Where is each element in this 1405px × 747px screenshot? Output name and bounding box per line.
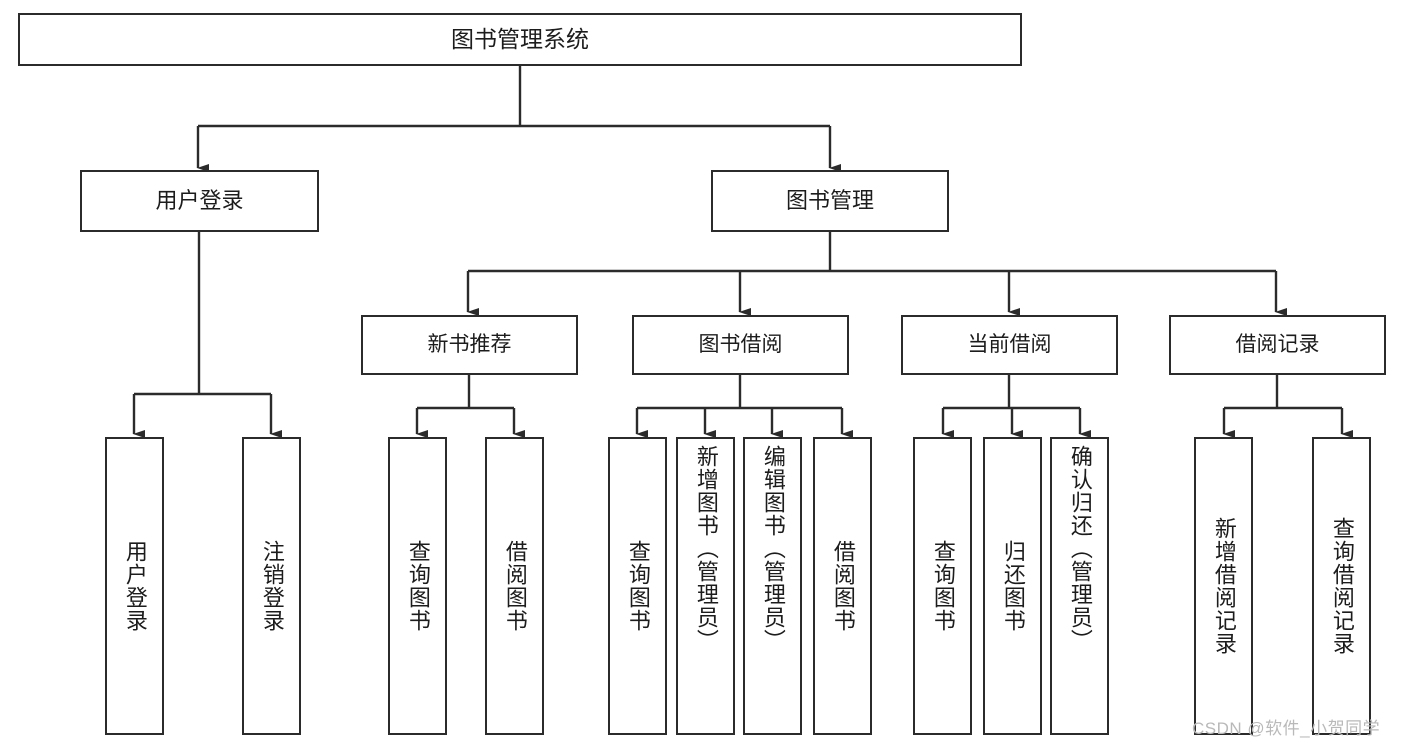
- csdn-watermark: CSDN @软件_小贺同学: [1192, 719, 1381, 738]
- node-book-borrow[interactable]: 图书借阅: [632, 315, 849, 375]
- leaf-current-borrow-confirm-return-admin[interactable]: 确认归还（管理员）: [1050, 437, 1109, 735]
- node-new-book-recommend[interactable]: 新书推荐: [361, 315, 578, 375]
- node-user-login[interactable]: 用户登录: [80, 170, 319, 232]
- leaf-borrow-record-add-record[interactable]: 新增借阅记录: [1194, 437, 1253, 735]
- leaf-new-book-borrow-book[interactable]: 借阅图书: [485, 437, 544, 735]
- leaf-book-borrow-edit-book-admin[interactable]: 编辑图书（管理员）: [743, 437, 802, 735]
- leaf-new-book-query-book[interactable]: 查询图书: [388, 437, 447, 735]
- leaf-current-borrow-query-book[interactable]: 查询图书: [913, 437, 972, 735]
- leaf-user-login-logout[interactable]: 注销登录: [242, 437, 301, 735]
- node-book-management[interactable]: 图书管理: [711, 170, 949, 232]
- node-current-borrow[interactable]: 当前借阅: [901, 315, 1118, 375]
- leaf-user-login-login[interactable]: 用户登录: [105, 437, 164, 735]
- leaf-borrow-record-query-record[interactable]: 查询借阅记录: [1312, 437, 1371, 735]
- leaf-book-borrow-borrow-book[interactable]: 借阅图书: [813, 437, 872, 735]
- node-borrow-record[interactable]: 借阅记录: [1169, 315, 1386, 375]
- leaf-book-borrow-add-book-admin[interactable]: 新增图书（管理员）: [676, 437, 735, 735]
- node-root-book-management-system[interactable]: 图书管理系统: [18, 13, 1022, 66]
- leaf-current-borrow-return-book[interactable]: 归还图书: [983, 437, 1042, 735]
- leaf-book-borrow-query-book[interactable]: 查询图书: [608, 437, 667, 735]
